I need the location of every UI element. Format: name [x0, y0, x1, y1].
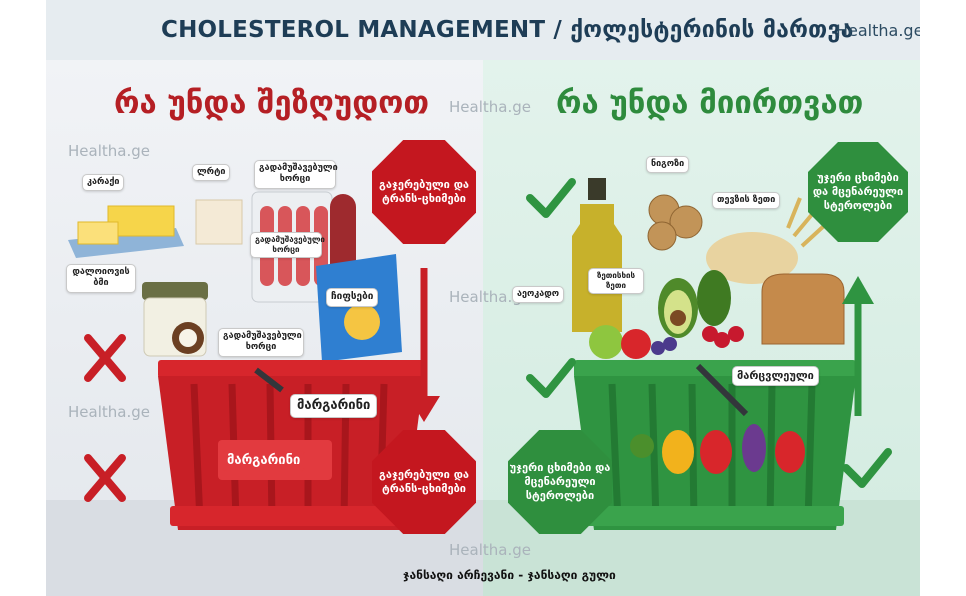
processed-meat-label-top: გადამუშავებული ხორცი: [254, 160, 338, 189]
processed-meat-label-bottom: გადამუშავებული ხორცი: [218, 328, 304, 357]
stop-sign-bottom: გაჯერებული და ტრანს-ცხიმები: [372, 430, 476, 534]
berries: [651, 326, 744, 355]
grains-label: მარცვლეული: [732, 366, 819, 386]
eat-heading: რა უნდა მიირთვათ: [556, 85, 864, 121]
margarine-box-label: მარგარინი: [222, 450, 306, 473]
seed-oil-label: თევზის ზეთი: [712, 192, 781, 210]
page-title: CHOLESTEROL MANAGEMENT / ქოლესტერინის მა…: [161, 17, 854, 43]
watermark: Healtha.ge: [449, 98, 531, 116]
healthy-sign-bottom: უჯერი ცხიმები და მცენარეული სტეროლები: [508, 430, 612, 534]
olive-oil-bottle: [572, 178, 622, 332]
chips-label: ჩიფსები: [326, 288, 379, 307]
lard-label: ლრტი: [192, 164, 231, 182]
up-arrow-icon: [842, 276, 874, 416]
lard-block: [195, 199, 243, 245]
watermark: Healtha.ge: [449, 288, 531, 306]
brand-name: Healtha.ge: [836, 21, 920, 40]
watermark: Healtha.ge: [449, 541, 531, 559]
avocados: [658, 270, 731, 338]
walnuts-label: ნიგოზი: [646, 156, 690, 174]
watermark: Healtha.ge: [68, 403, 150, 421]
watermark: Healtha.ge: [68, 142, 150, 160]
butter-label: კარაქი: [82, 174, 125, 192]
chips-bag: [316, 254, 402, 362]
butter-illustration: [68, 205, 184, 258]
bread: [761, 273, 845, 345]
infographic-poster: CHOLESTEROL MANAGEMENT / ქოლესტერინის მა…: [46, 0, 920, 596]
apple: [589, 325, 623, 359]
check-marks: [526, 178, 892, 488]
coconut-oil-label: დალოიოვის ბმი: [66, 264, 136, 293]
tomato: [621, 329, 651, 359]
healthy-sign-top: უჯერი ცხიმები და მცენარეული სტეროლები: [808, 142, 908, 242]
x-marks: [84, 334, 126, 502]
limit-heading: რა უნდა შეზღუდოთ: [114, 85, 430, 121]
down-arrow-icon: [408, 268, 440, 422]
avocado-label: აეოკადო: [512, 286, 565, 304]
footer-slogan: ჯანსაღი არჩევანი - ჯანსაღი გული: [403, 568, 616, 582]
olive-oil-label: ზეთისხის ზეთი: [588, 268, 644, 294]
margarine-sign: მარგარინი: [290, 394, 378, 419]
coconut-jar: [142, 282, 208, 357]
header-bar: CHOLESTEROL MANAGEMENT / ქოლესტერინის მა…: [46, 0, 920, 60]
grains: [706, 197, 828, 284]
green-basket: [574, 360, 856, 530]
walnuts: [647, 194, 703, 251]
stop-sign-top: გაჯერებული და ტრანს-ცხიმები: [372, 140, 476, 244]
processed-meat-label-mid: გადამუშავებული ხორცი: [250, 232, 325, 258]
